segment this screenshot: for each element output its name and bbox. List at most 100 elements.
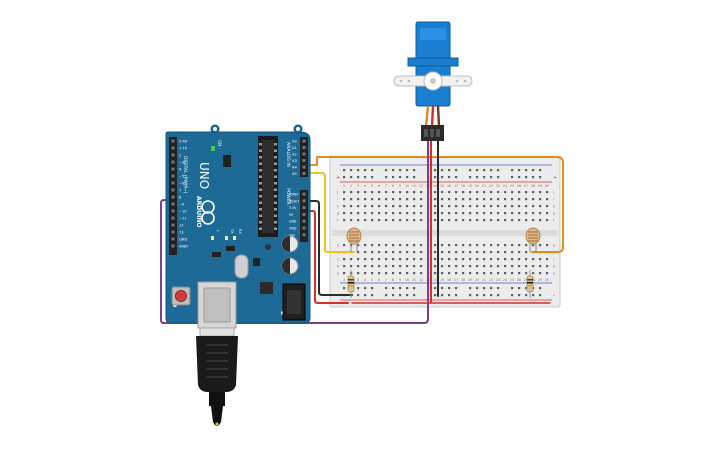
- bb-hole: [399, 251, 402, 254]
- bb-hole: [364, 176, 367, 179]
- analog-pin-label: A3: [292, 159, 297, 163]
- digital-pin-hole[interactable]: [171, 216, 175, 220]
- analog-pin-hole[interactable]: [302, 165, 306, 169]
- photoresistor-right[interactable]: [525, 227, 541, 252]
- ldr-left-head: [346, 227, 362, 245]
- bb-hole: [343, 287, 346, 290]
- wire-orange-5v[interactable]: [308, 156, 564, 253]
- chip-pin: [274, 143, 277, 146]
- bb-hole: [357, 191, 360, 194]
- digital-pin-hole[interactable]: [171, 188, 175, 192]
- bb-hole: [392, 205, 395, 208]
- power-pin-hole[interactable]: [302, 219, 306, 223]
- bb-hole: [483, 212, 486, 215]
- bb-hole: [490, 287, 493, 290]
- power-pin-hole[interactable]: [302, 226, 306, 230]
- bb-hole: [546, 272, 549, 275]
- digital-pin-hole[interactable]: [171, 202, 175, 206]
- bb-hole: [350, 212, 353, 215]
- bb-hole: [525, 287, 528, 290]
- bb-hole: [490, 258, 493, 261]
- power-pin-hole[interactable]: [302, 212, 306, 216]
- resistor-left[interactable]: [347, 270, 355, 298]
- digital-pin-hole[interactable]: [171, 237, 175, 241]
- bb-hole: [511, 258, 514, 261]
- power-pin-hole[interactable]: [302, 192, 306, 196]
- digital-pin-hole[interactable]: [171, 223, 175, 227]
- bb-hole: [448, 169, 451, 172]
- bb-hole: [518, 251, 521, 254]
- bb-column-number: 7: [385, 184, 387, 188]
- wire-black-gnd[interactable]: [308, 200, 353, 296]
- bb-hole: [546, 212, 549, 215]
- photoresistor-left[interactable]: [346, 227, 362, 252]
- analog-pin-label: A1: [292, 146, 297, 150]
- chip-pin: [274, 208, 277, 211]
- wire-red-power[interactable]: [308, 210, 349, 304]
- bb-hole: [357, 169, 360, 172]
- power-pin-hole[interactable]: [302, 233, 306, 237]
- bb-hole: [420, 191, 423, 194]
- usb-cable[interactable]: [196, 327, 238, 426]
- analog-pin-hole[interactable]: [302, 159, 306, 162]
- bb-hole: [455, 205, 458, 208]
- digital-pin-hole[interactable]: [171, 160, 175, 164]
- bb-hole: [434, 219, 437, 222]
- bb-column-number: 22: [489, 278, 493, 282]
- bb-column-number: 30: [545, 184, 549, 188]
- power-pin-hole[interactable]: [302, 199, 306, 203]
- digital-pin-hole[interactable]: [171, 153, 175, 157]
- digital-pin-hole[interactable]: [171, 195, 175, 199]
- digital-pin-hole[interactable]: [171, 181, 175, 185]
- analog-pin-hole[interactable]: [302, 146, 306, 149]
- bb-hole: [518, 198, 521, 201]
- bb-hole: [511, 176, 514, 179]
- rail-plus-label: +: [336, 175, 340, 181]
- bb-hole: [378, 198, 381, 201]
- analog-pin-hole[interactable]: [302, 172, 306, 175]
- reset-button[interactable]: [175, 290, 187, 302]
- resistor-right[interactable]: [526, 270, 534, 298]
- breadboard[interactable]: 1122334455667788991010111112121313141415…: [329, 156, 561, 308]
- power-pin-label: 3.3V: [289, 206, 297, 210]
- digital-pin-hole[interactable]: [171, 209, 175, 213]
- micro-servo[interactable]: [393, 21, 473, 141]
- bb-hole: [462, 219, 465, 222]
- digital-pin-hole[interactable]: [171, 230, 175, 234]
- bb-hole: [392, 294, 395, 297]
- bb-hole: [483, 272, 486, 275]
- bb-hole: [343, 169, 346, 172]
- bb-hole: [406, 258, 409, 261]
- bb-hole: [343, 258, 346, 261]
- analog-pin-hole[interactable]: [302, 152, 306, 156]
- bb-column-number: 29: [538, 278, 542, 282]
- power-pin-hole[interactable]: [302, 206, 306, 210]
- bb-hole: [532, 176, 535, 179]
- digital-pin-hole[interactable]: [171, 174, 175, 178]
- bb-hole: [420, 219, 423, 222]
- wire-purple-signal[interactable]: [160, 139, 429, 324]
- bb-hole: [483, 205, 486, 208]
- bb-hole: [469, 287, 472, 290]
- small-capacitor: [265, 244, 271, 250]
- analog-pin-hole[interactable]: [302, 139, 306, 143]
- bb-hole: [546, 265, 549, 268]
- bb-column-number: 20: [475, 278, 479, 282]
- digital-pin-hole[interactable]: [171, 167, 175, 171]
- bb-hole: [399, 272, 402, 275]
- l-label: L: [216, 230, 220, 232]
- digital-pin-hole[interactable]: [171, 139, 175, 143]
- digital-pin-hole[interactable]: [171, 244, 175, 248]
- bb-hole: [476, 265, 479, 268]
- bb-hole: [420, 258, 423, 261]
- wire-yellow-a0[interactable]: [308, 172, 355, 253]
- bb-hole: [518, 244, 521, 247]
- power-pin-label: RESET: [289, 199, 299, 203]
- servo-top-cap: [420, 28, 446, 40]
- bb-hole: [371, 265, 374, 268]
- bb-hole: [469, 251, 472, 254]
- digital-pin-hole[interactable]: [171, 146, 175, 150]
- bb-hole: [497, 219, 500, 222]
- smd-part: [226, 246, 235, 251]
